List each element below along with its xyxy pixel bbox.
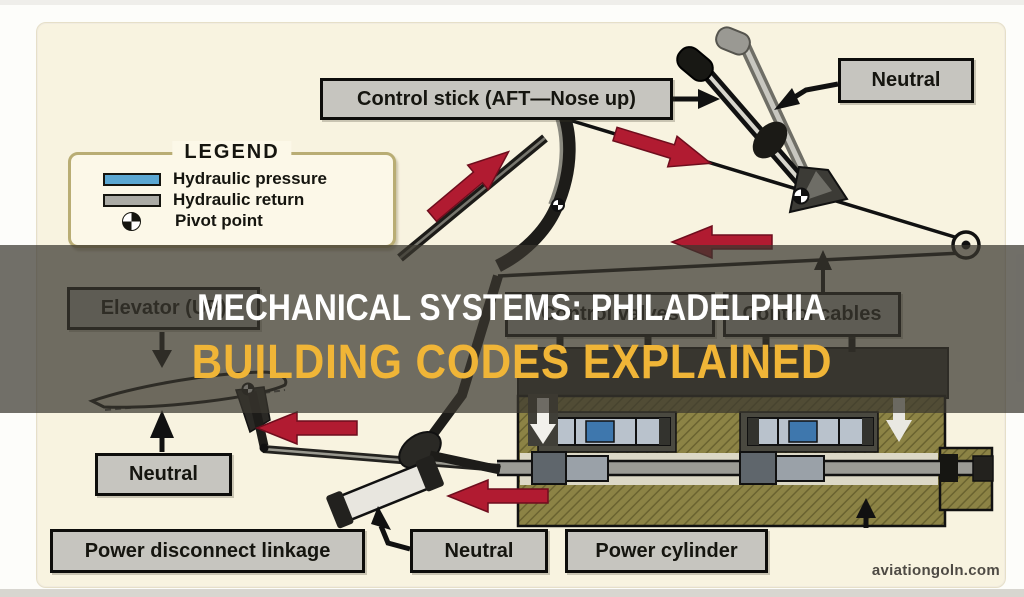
watermark: aviationgoln.com — [871, 562, 1000, 579]
label-power-cylinder: Power cylinder — [565, 529, 768, 573]
banner-title-line1: MECHANICAL SYSTEMS: PHILADELPHIA — [197, 287, 827, 328]
bottom-border-stripe — [0, 589, 1024, 597]
hydraulic-pressure-swatch — [103, 172, 161, 186]
top-border-stripe — [0, 0, 1024, 5]
title-overlay-band: MECHANICAL SYSTEMS: PHILADELPHIA BUILDIN… — [0, 245, 1024, 413]
label-control-stick: Control stick (AFT—Nose up) — [320, 78, 673, 120]
legend-item-hydraulic-pressure: Hydraulic pressure — [103, 169, 393, 189]
legend-item-pivot-point: Pivot point — [103, 211, 393, 231]
label-neutral-left: Neutral — [95, 453, 232, 496]
banner-title-line2: BUILDING CODES EXPLAINED — [191, 336, 833, 389]
pivot-point-icon — [122, 211, 141, 231]
label-power-disconnect-linkage: Power disconnect linkage — [50, 529, 365, 573]
legend-title: LEGEND — [172, 141, 292, 164]
label-neutral-top: Neutral — [838, 58, 974, 103]
legend-item-hydraulic-return: Hydraulic return — [103, 190, 393, 210]
legend: LEGEND Hydraulic pressure Hydraulic retu… — [68, 141, 396, 248]
hydraulic-return-swatch — [103, 193, 161, 207]
label-neutral-bottom: Neutral — [410, 529, 548, 573]
